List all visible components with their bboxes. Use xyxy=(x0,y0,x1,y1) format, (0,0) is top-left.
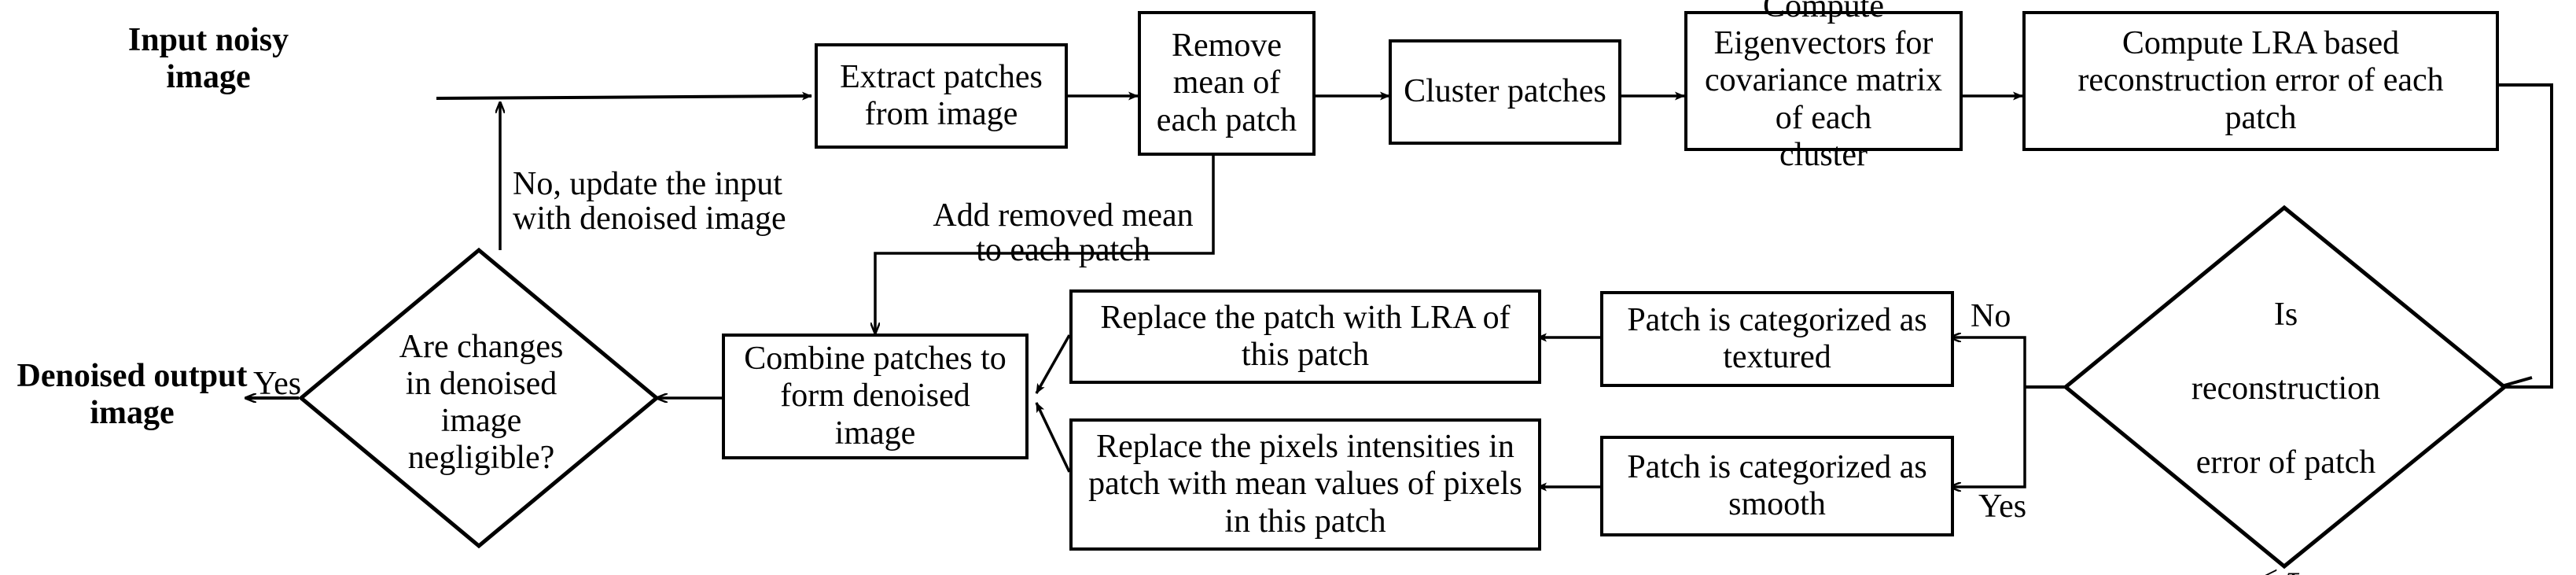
edge-replace-mean-to-combine xyxy=(1035,402,1071,473)
decision-changes-negligible-shape xyxy=(298,247,660,549)
lt-operator: < xyxy=(2260,560,2287,575)
tau1-subscript: 1 xyxy=(2298,572,2313,575)
process-box-combine-patches[interactable]: Combine patches to form denoised image xyxy=(722,334,1029,459)
decision-reconstruction-error-shape xyxy=(2063,205,2508,569)
process-box-extract-patches[interactable]: Extract patches from image xyxy=(815,43,1068,149)
process-box-patch-textured[interactable]: Patch is categorized as textured xyxy=(1600,291,1954,387)
decision-reconstruction-error-label: Is reconstruction error of patch < τ1 or… xyxy=(2144,260,2427,575)
edge-label-recon-yes: Yes xyxy=(1978,488,2027,525)
edge-replace-lra-to-combine xyxy=(1035,334,1071,394)
edge-label-add-removed-mean: Add removed mean to each patch xyxy=(933,197,1194,269)
tau1-symbol: τ xyxy=(2287,560,2298,575)
terminal-input-noisy-image: Input noisy image xyxy=(127,22,289,96)
edge-decision-yes-to-smooth xyxy=(1950,387,2026,487)
edge-label-recon-no: No xyxy=(1971,298,2011,334)
edge-label-changes-yes: Yes xyxy=(253,366,302,402)
decision-line-reconstruction: reconstruction xyxy=(2191,370,2381,407)
process-box-patch-smooth[interactable]: Patch is categorized as smooth xyxy=(1600,436,1954,536)
decision-changes-negligible-label: Are changes in denoised image negligible… xyxy=(399,329,564,477)
edge-decision-no-to-textured xyxy=(1950,337,2026,387)
process-box-remove-mean[interactable]: Remove mean of each patch xyxy=(1138,11,1316,156)
decision-line-lt-tau1: < τ1 xyxy=(2144,523,2427,575)
process-box-replace-patch-with-lra[interactable]: Replace the patch with LRA of this patch xyxy=(1069,289,1541,384)
process-box-compute-eigenvectors[interactable]: Compute Eigenvectors for covariance matr… xyxy=(1684,0,1963,173)
edge-add-removed-mean xyxy=(875,156,1215,334)
process-box-compute-lra-error[interactable]: Compute LRA based reconstruction error o… xyxy=(2022,11,2499,151)
terminal-denoised-output-image: Denoised output image xyxy=(17,358,248,432)
edge-label-no-update-input: No, update the input with denoised image xyxy=(513,166,786,238)
edge-input-to-extract xyxy=(436,91,812,101)
process-box-replace-pixel-intensities[interactable]: Replace the pixels intensities in patch … xyxy=(1069,418,1541,551)
edge-lra-to-decision xyxy=(2497,83,2553,389)
decision-line-error-of-patch: error of patch xyxy=(2195,444,2376,481)
process-box-cluster-patches[interactable]: Cluster patches xyxy=(1389,39,1621,145)
decision-line-is: Is xyxy=(2273,297,2298,334)
